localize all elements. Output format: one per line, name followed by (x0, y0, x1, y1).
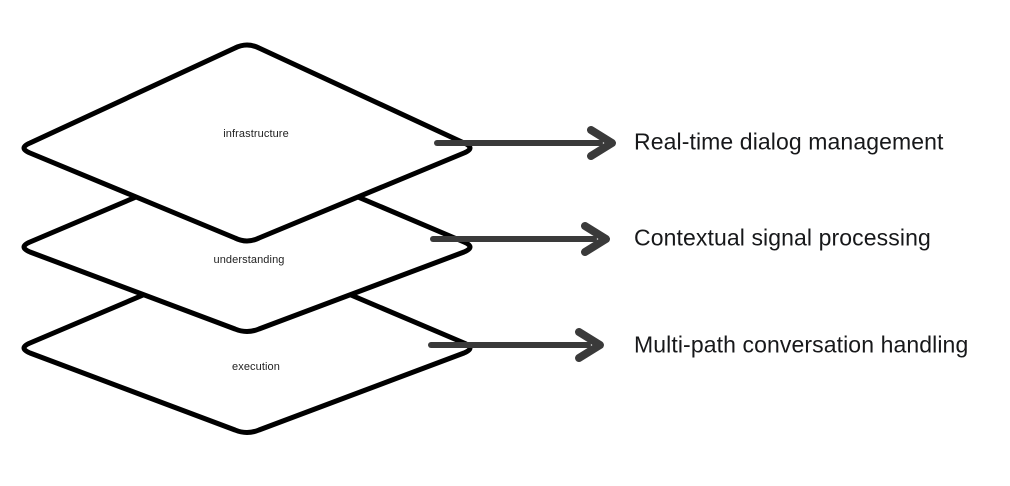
arrow-head-icon (575, 328, 604, 362)
callout-label-execution: Multi-path conversation handling (634, 331, 969, 358)
arrow-head-icon (581, 222, 610, 256)
callout-arrow-infrastructure (434, 126, 616, 160)
layer-label-execution: execution (232, 361, 280, 373)
callout-label-understanding: Contextual signal processing (634, 224, 931, 251)
layer-shape-infrastructure[interactable] (21, 42, 473, 244)
arrow-head-icon (587, 126, 616, 160)
callout-arrow-understanding (430, 222, 610, 256)
layer-label-infrastructure: infrastructure (223, 128, 289, 140)
callout-arrow-execution (428, 328, 604, 362)
callout-label-infrastructure: Real-time dialog management (634, 128, 944, 155)
layer-label-understanding: understanding (213, 254, 285, 266)
